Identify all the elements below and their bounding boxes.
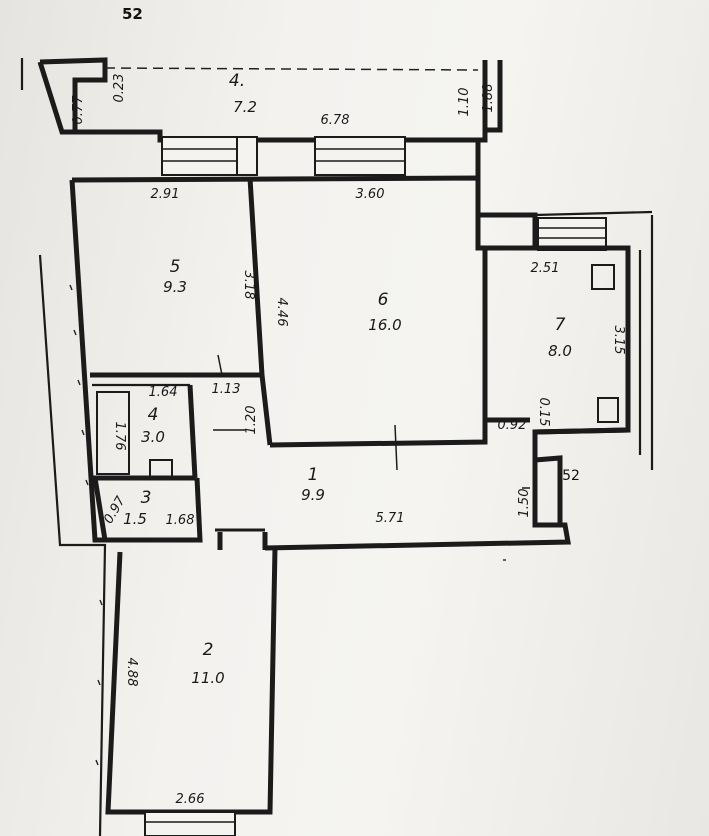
room-7-area: 8.0: [548, 342, 572, 360]
room-5-number: 5: [170, 257, 181, 277]
dim-room7-side: 3.15: [611, 326, 626, 355]
dim-room5-top: 2.91: [151, 187, 180, 202]
dim-room6-top: 3.60: [356, 187, 385, 202]
dim-balcony-top: 6.78: [321, 113, 350, 128]
dim-room2-side: 4.88: [124, 658, 139, 687]
wc-area: 1.5: [123, 510, 147, 528]
page-number: 52: [122, 5, 143, 23]
dim-room7-note: 0.92: [498, 418, 527, 433]
dim-bath-w: 1.64: [149, 385, 178, 400]
dim-hall-h1: 1.20: [244, 406, 259, 435]
bath-area: 3.0: [141, 428, 165, 446]
room-5-area: 9.3: [163, 278, 187, 296]
exterior-edge: [20, 58, 654, 836]
window-openings-top: [161, 136, 607, 251]
dim-room7-top: 2.51: [531, 261, 560, 276]
room-4-number: 4.: [229, 71, 245, 91]
balcony: [37, 57, 653, 248]
dim-balcony-tl: 0.23: [112, 74, 127, 103]
room-2-number: 2: [203, 640, 214, 660]
room-7-number: 7: [555, 315, 566, 335]
room-labels: 4. 7.2 5 9.3 6 16.0 7 8.0 4 3.0 3 1.5 1 …: [123, 71, 572, 687]
walls: [69, 175, 631, 836]
corridor-tag: 52: [562, 468, 580, 484]
dim-room6-side: 4.46: [274, 298, 289, 327]
dim-balcony-left: 0.77: [71, 95, 86, 125]
dim-room2-bottom: 2.66: [176, 792, 205, 807]
bath-number: 4: [148, 405, 159, 425]
hall-number: 1: [308, 465, 319, 485]
dim-hall-w1: 1.13: [212, 382, 241, 397]
exterior-hatching: [69, 284, 506, 766]
dim-hall-long: 5.71: [376, 511, 405, 526]
dim-room7-note2: 0.15: [536, 398, 551, 427]
room-6-number: 6: [378, 290, 389, 310]
dim-hall-side: 1.50: [517, 489, 532, 518]
dim-balcony-h: 1.10: [457, 88, 472, 117]
hall-area: 9.9: [301, 486, 325, 504]
dim-wc-w2: 1.68: [166, 513, 195, 528]
room-6-area: 16.0: [368, 316, 401, 334]
dim-room5-side: 3.18: [241, 271, 256, 300]
dim-balcony-tr: 1.88: [481, 84, 496, 113]
room-2-area: 11.0: [191, 669, 224, 687]
dim-bath-h: 1.76: [112, 422, 127, 451]
room-4-area: 7.2: [233, 98, 257, 116]
wc-number: 3: [141, 488, 152, 508]
